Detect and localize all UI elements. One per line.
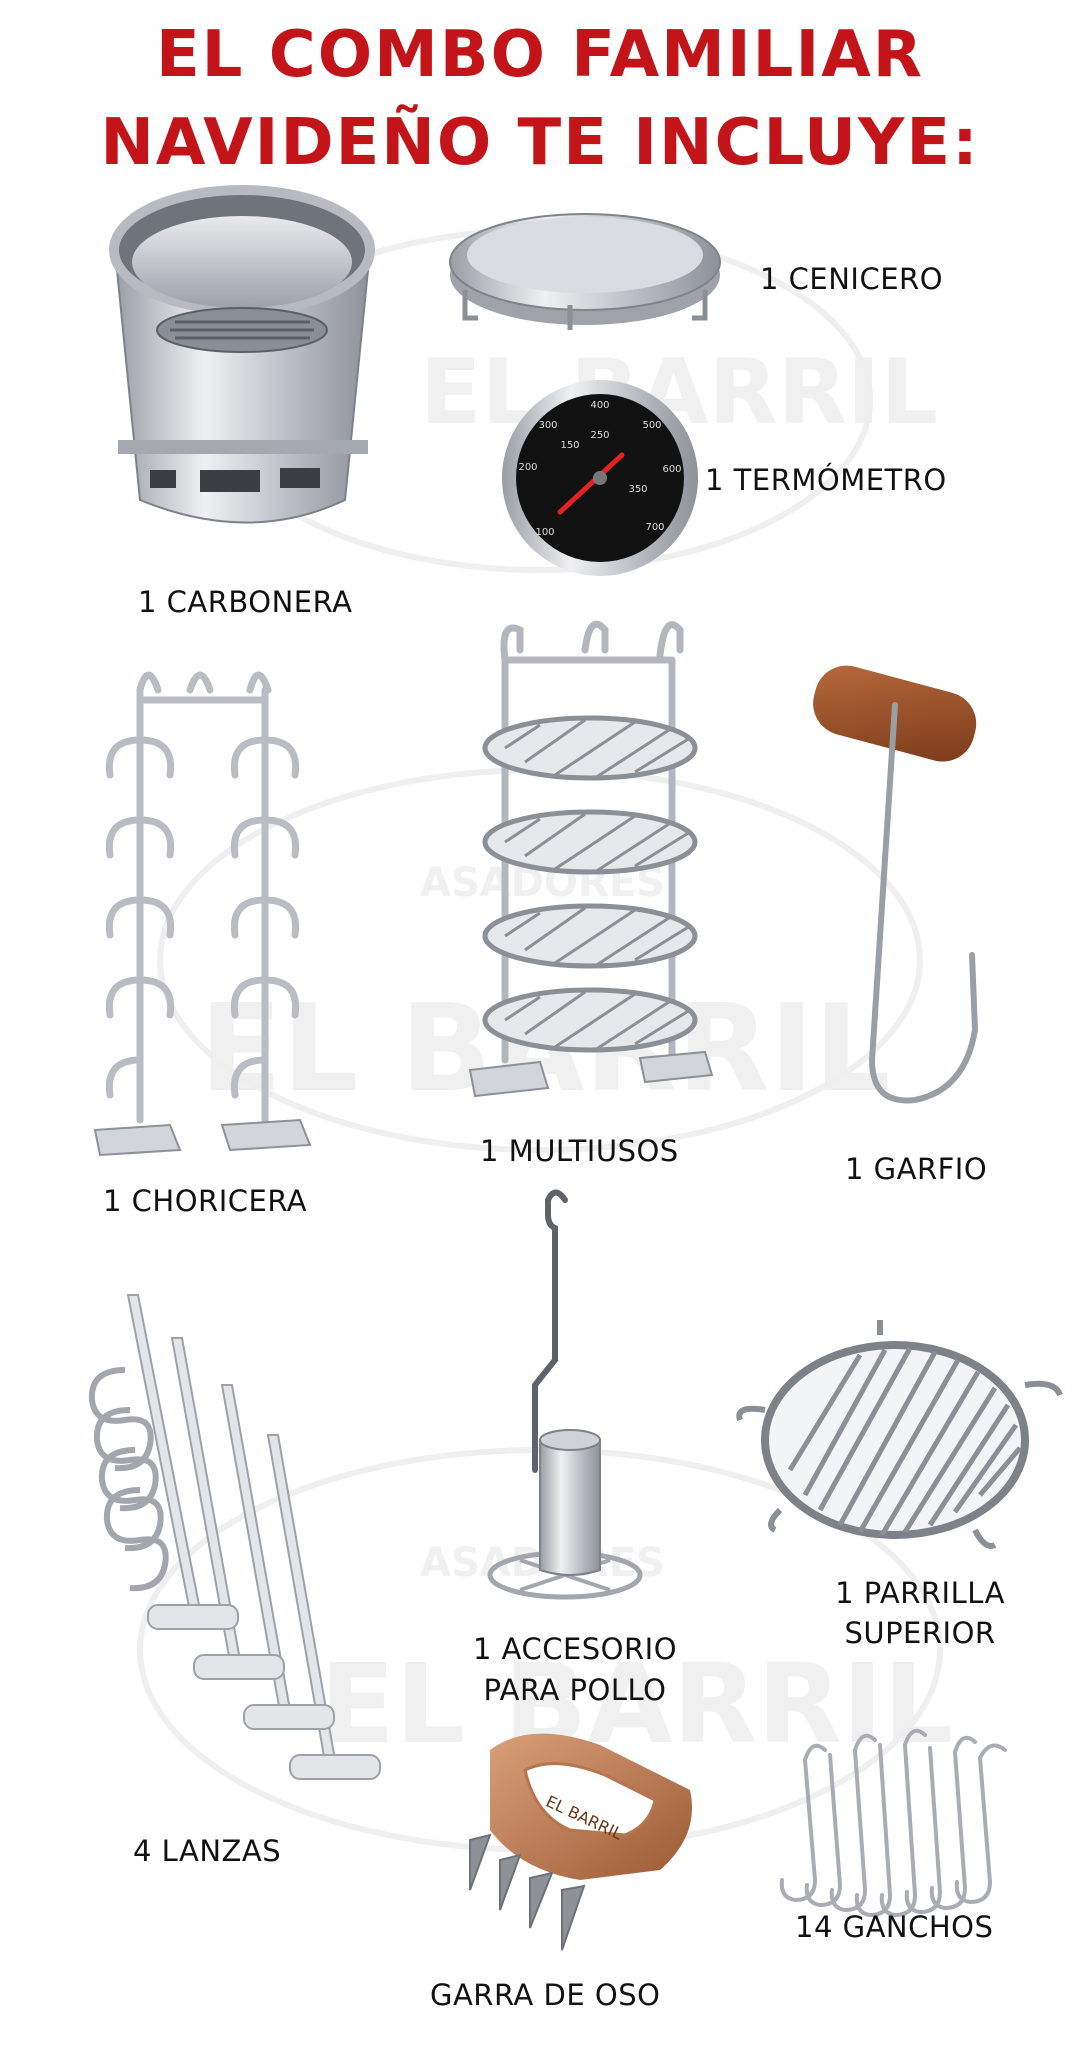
svg-text:350: 350	[628, 484, 647, 495]
garfio-image	[813, 665, 979, 1104]
svg-text:600: 600	[662, 464, 681, 475]
multiusos-image	[468, 620, 714, 1098]
svg-text:500: 500	[642, 420, 661, 431]
accesorio-pollo-image	[487, 1189, 643, 1600]
label-multiusos: 1 MULTIUSOS	[480, 1134, 679, 1168]
label-choricera: 1 CHORICERA	[103, 1184, 308, 1218]
svg-text:250: 250	[590, 430, 609, 441]
label-ganchos: 14 GANCHOS	[795, 1910, 994, 1944]
lanza-rods	[126, 1294, 381, 1780]
choricera-image	[105, 671, 300, 1124]
page-title-line2: NAVIDEÑO TE INCLUYE:	[100, 106, 980, 180]
cenicero-image	[449, 213, 721, 330]
carbonera-image	[109, 185, 375, 524]
label-accesorio-line1: 1 ACCESORIO	[472, 1632, 678, 1666]
svg-text:150: 150	[560, 440, 579, 451]
label-lanzas: 4 LANZAS	[133, 1834, 282, 1868]
watermark-brand-bottom: EL BARRIL	[320, 1640, 953, 1768]
svg-text:300: 300	[538, 420, 557, 431]
page-title-line1: EL COMBO FAMILIAR	[155, 18, 925, 92]
choricera-feet	[93, 1118, 312, 1157]
thermometer-image: 100 200 250 300 400 500 600 700 150 350	[502, 380, 698, 576]
label-garfio: 1 GARFIO	[845, 1152, 988, 1186]
s-hooks	[88, 1367, 169, 1592]
lanzas-image	[88, 1294, 381, 1780]
ganchos-image	[779, 1728, 1007, 1918]
garra-oso-image: EL BARRIL	[469, 1733, 692, 1951]
svg-text:400: 400	[590, 400, 609, 411]
multiusos-racks	[482, 715, 698, 1053]
label-carbonera: 1 CARBONERA	[138, 585, 353, 619]
label-termometro: 1 TERMÓMETRO	[705, 463, 947, 497]
label-cenicero: 1 CENICERO	[760, 262, 944, 296]
label-garra: GARRA DE OSO	[430, 1978, 661, 2012]
svg-text:100: 100	[535, 527, 554, 538]
label-accesorio-line2: PARA POLLO	[483, 1673, 667, 1707]
svg-text:200: 200	[518, 462, 537, 473]
svg-text:700: 700	[645, 522, 664, 533]
parrilla-superior-image	[736, 1320, 1063, 1549]
label-parrilla-line1: 1 PARRILLA	[835, 1576, 1005, 1610]
label-parrilla-line2: SUPERIOR	[844, 1616, 996, 1650]
